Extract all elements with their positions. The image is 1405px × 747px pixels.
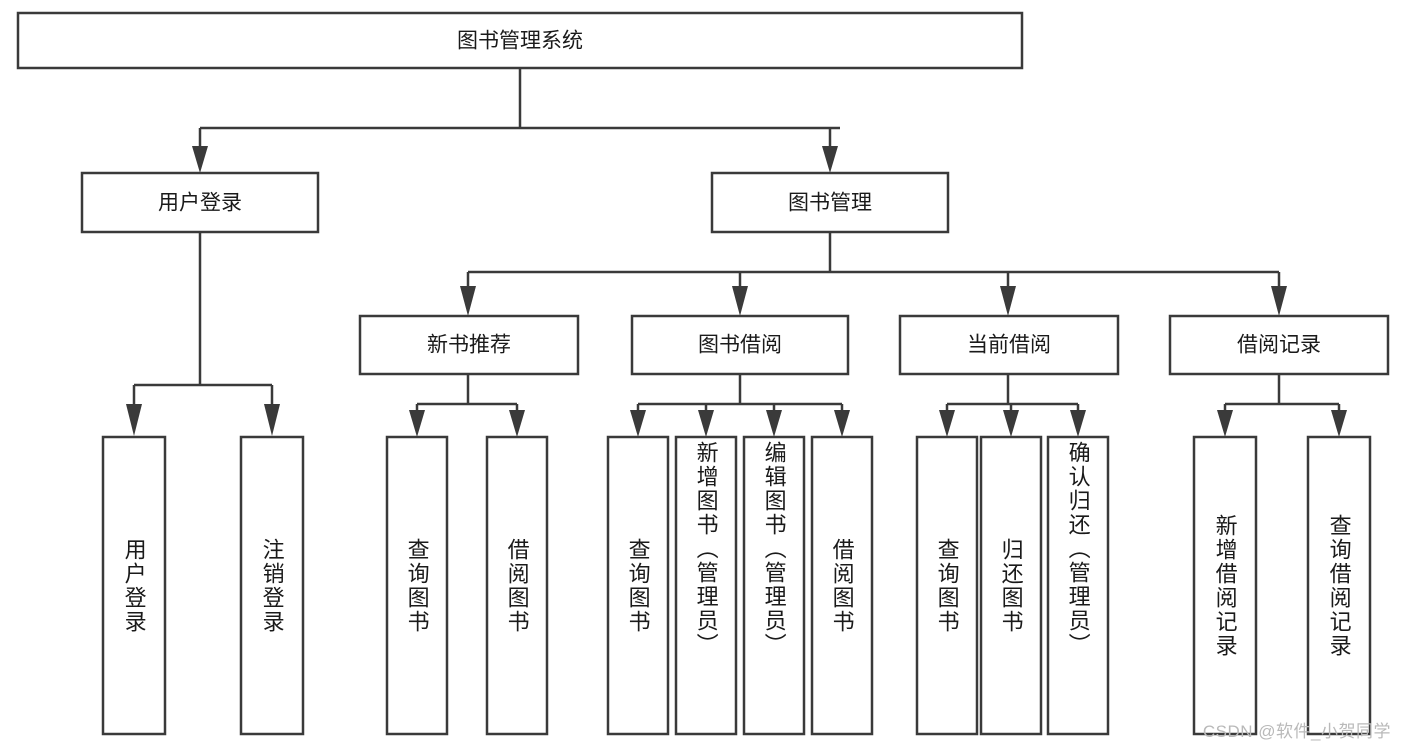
arrow-head-new-book-recommend (460, 286, 476, 316)
node-box-book-management[interactable] (710, 171, 950, 234)
node-label-borrow-record: 借阅记录 (1237, 334, 1321, 357)
arrow-head-borrow-book-1 (509, 410, 525, 437)
arrow-head-borrow-record (1271, 286, 1287, 316)
watermark-text: CSDN @软件_小贺同学 (1202, 722, 1391, 741)
arrow-head-add-book (698, 410, 714, 437)
node-box-user-login-leaf[interactable] (101, 435, 167, 736)
arrow-head-current-borrow (1000, 286, 1016, 316)
node-box-confirm-return[interactable] (1046, 435, 1110, 736)
node-box-borrow-record[interactable] (1168, 314, 1390, 376)
node-label-root: 图书管理系统 (457, 30, 583, 53)
node-box-user-login[interactable] (80, 171, 320, 234)
node-box-book-borrow[interactable] (630, 314, 850, 376)
node-label-user-login: 用户登录 (158, 192, 242, 215)
node-label-new-book-recommend: 新书推荐 (427, 334, 511, 357)
connector-layer (126, 68, 1347, 437)
node-box-root[interactable] (16, 11, 1024, 70)
node-box-query-borrow-record[interactable] (1306, 435, 1372, 736)
node-box-return-book[interactable] (979, 435, 1043, 736)
arrow-head-edit-book (766, 410, 782, 437)
arrow-head-user-login-leaf (126, 404, 142, 436)
arrow-head-confirm-return (1070, 410, 1086, 437)
node-box-logout-leaf[interactable] (239, 435, 305, 736)
arrow-head-book-borrow (732, 286, 748, 316)
arrow-head-add-borrow-record (1217, 410, 1233, 437)
node-label-book-management: 图书管理 (788, 192, 872, 215)
node-label-book-borrow: 图书借阅 (698, 334, 782, 357)
node-box-add-book[interactable] (674, 435, 738, 736)
node-box-borrow-book-2[interactable] (810, 435, 874, 736)
arrow-head-book-management (822, 146, 838, 173)
node-label-current-borrow: 当前借阅 (967, 334, 1051, 357)
node-box-query-book-1[interactable] (385, 435, 449, 736)
arrow-head-borrow-book-2 (834, 410, 850, 437)
arrow-head-query-book-2 (630, 410, 646, 437)
arrow-head-return-book (1003, 410, 1019, 437)
arrow-head-query-book-3 (939, 410, 955, 437)
arrow-head-user-login (192, 146, 208, 173)
arrow-head-query-book-1 (409, 410, 425, 437)
node-box-edit-book[interactable] (742, 435, 806, 736)
node-box-query-book-3[interactable] (915, 435, 979, 736)
node-box-borrow-book-1[interactable] (485, 435, 549, 736)
arrow-head-logout-leaf (264, 404, 280, 436)
arrow-head-query-borrow-record (1331, 410, 1347, 437)
node-box-add-borrow-record[interactable] (1192, 435, 1258, 736)
node-box-new-book-recommend[interactable] (358, 314, 580, 376)
node-box-current-borrow[interactable] (898, 314, 1120, 376)
node-layer: 图书管理系统 用户登录 图书管理 新书推荐 图书借阅 当前借阅 借阅记录 (16, 11, 1390, 736)
node-box-query-book-2[interactable] (606, 435, 670, 736)
